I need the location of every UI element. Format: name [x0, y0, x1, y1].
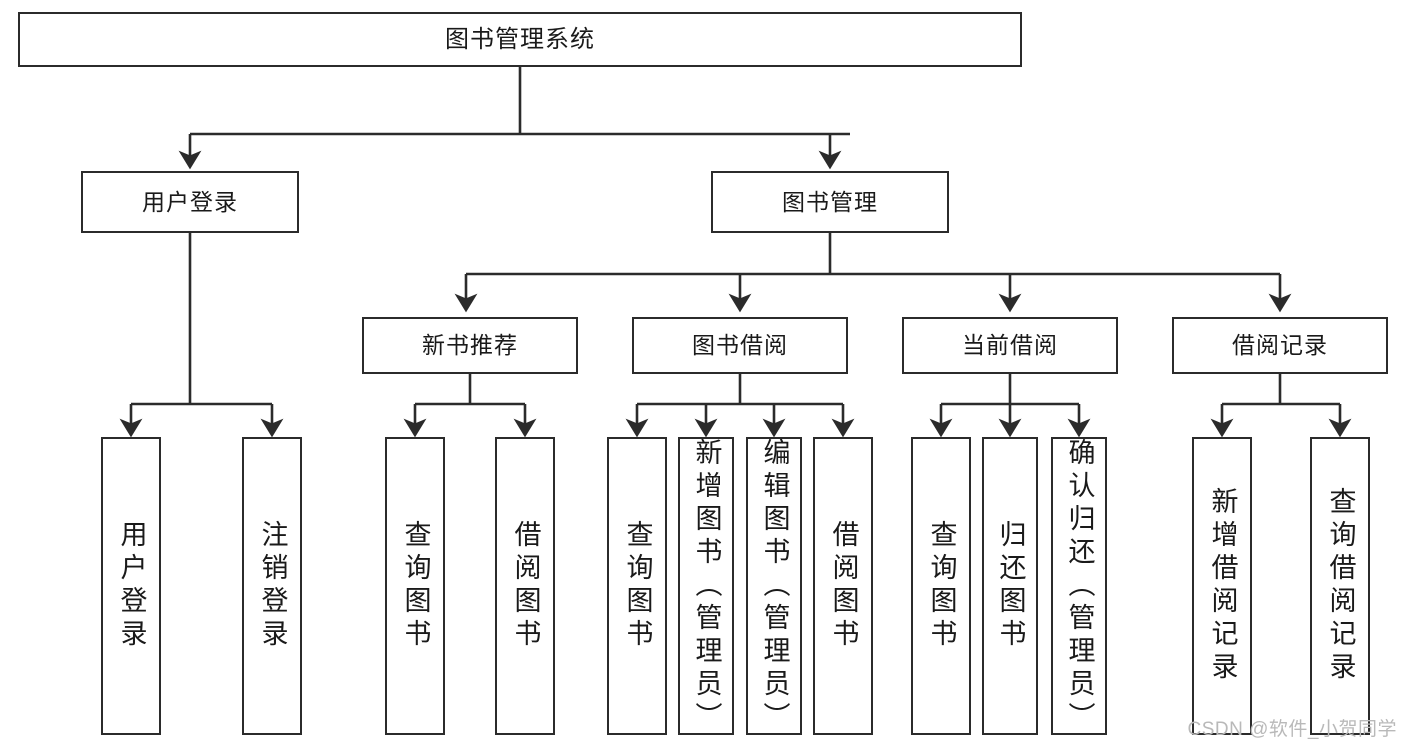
- node-label: 查询图书: [926, 520, 957, 652]
- node-label: 注销登录: [257, 520, 288, 652]
- leaf-query-book-current[interactable]: 查询图书: [911, 437, 971, 735]
- node-label: 图书管理系统: [445, 25, 595, 53]
- node-label: 查询图书: [622, 520, 653, 652]
- node-current-borrow[interactable]: 当前借阅: [902, 317, 1118, 374]
- node-label: 图书借阅: [692, 332, 788, 359]
- node-book-management[interactable]: 图书管理: [711, 171, 949, 233]
- node-label: 用户登录: [142, 188, 238, 215]
- node-label: 借阅图书: [828, 520, 859, 652]
- node-label: 确认归还（管理员）: [1064, 437, 1095, 735]
- node-new-book-recommend[interactable]: 新书推荐: [362, 317, 578, 374]
- node-user-login[interactable]: 用户登录: [81, 171, 299, 233]
- node-borrow-record[interactable]: 借阅记录: [1172, 317, 1388, 374]
- leaf-add-borrow-record[interactable]: 新增借阅记录: [1192, 437, 1252, 735]
- node-book-borrow[interactable]: 图书借阅: [632, 317, 848, 374]
- node-label: 图书管理: [782, 188, 878, 215]
- node-root-system[interactable]: 图书管理系统: [18, 12, 1022, 67]
- node-label: 归还图书: [995, 520, 1026, 652]
- node-label: 新书推荐: [422, 332, 518, 359]
- leaf-edit-book[interactable]: 编辑图书（管理员）: [746, 437, 802, 735]
- leaf-logout[interactable]: 注销登录: [242, 437, 302, 735]
- node-label: 查询图书: [400, 520, 431, 652]
- leaf-confirm-return[interactable]: 确认归还（管理员）: [1051, 437, 1107, 735]
- leaf-query-book-recommend[interactable]: 查询图书: [385, 437, 445, 735]
- leaf-query-borrow-record[interactable]: 查询借阅记录: [1310, 437, 1370, 735]
- node-label: 借阅图书: [510, 520, 541, 652]
- leaf-query-book-borrow[interactable]: 查询图书: [607, 437, 667, 735]
- leaf-user-login[interactable]: 用户登录: [101, 437, 161, 735]
- leaf-borrow-book-recommend[interactable]: 借阅图书: [495, 437, 555, 735]
- node-label: 新增图书（管理员）: [691, 437, 722, 735]
- node-label: 用户登录: [116, 520, 147, 652]
- leaf-return-book[interactable]: 归还图书: [982, 437, 1038, 735]
- node-label: 编辑图书（管理员）: [759, 437, 790, 735]
- node-label: 借阅记录: [1232, 332, 1328, 359]
- leaf-add-book[interactable]: 新增图书（管理员）: [678, 437, 734, 735]
- node-label: 当前借阅: [962, 332, 1058, 359]
- node-label: 新增借阅记录: [1207, 487, 1238, 685]
- leaf-borrow-book[interactable]: 借阅图书: [813, 437, 873, 735]
- watermark-text: CSDN @软件_小贺同学: [1187, 719, 1397, 740]
- node-label: 查询借阅记录: [1325, 487, 1356, 685]
